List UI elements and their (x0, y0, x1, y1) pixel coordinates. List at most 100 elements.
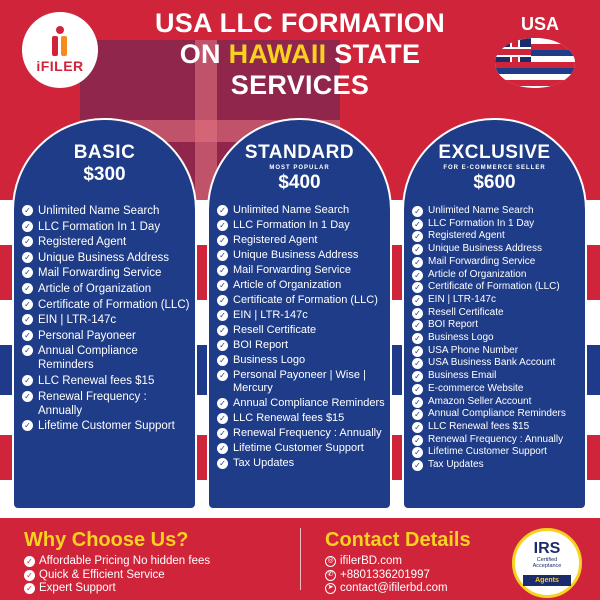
feature-list: ✓Unlimited Name Search✓LLC Formation In … (22, 204, 191, 435)
check-icon: ✓ (217, 340, 228, 351)
check-icon: ✓ (22, 282, 33, 294)
feature-item: ✓E-commerce Website (412, 383, 581, 395)
feature-list: ✓Unlimited Name Search✓LLC Formation In … (217, 204, 386, 472)
feature-text: Mail Forwarding Service (233, 264, 351, 276)
check-icon: ✓ (412, 345, 423, 357)
feature-text: Annual Compliance Reminders (233, 397, 385, 410)
feature-text: Unlimited Name Search (233, 204, 350, 216)
feature-item: ✓Unlimited Name Search (412, 205, 581, 217)
telegram-icon: ➤ (325, 583, 336, 594)
feature-text: USA Phone Number (428, 344, 519, 356)
feature-text: Lifetime Customer Support (38, 420, 175, 433)
feature-item: ✓EIN | LTR-147c (22, 313, 191, 327)
check-icon: ✓ (24, 569, 35, 581)
feature-item: ✓Article of Organization (412, 269, 581, 281)
feature-item: ✓Annual Compliance Reminders (412, 408, 581, 421)
feature-item: ✓LLC Renewal fees $15 (412, 421, 581, 433)
check-icon: ✓ (412, 447, 423, 459)
contact-text: contact@ifilerbd.com (340, 582, 448, 594)
title-on: ON (179, 39, 221, 69)
feature-text: Article of Organization (233, 279, 342, 291)
check-icon: ✓ (217, 428, 228, 440)
check-icon: ✓ (217, 398, 228, 410)
plan-tag: FOR E-COMMERCE SELLER (443, 165, 546, 171)
feature-item: ✓ USA Phone Number (412, 344, 581, 357)
feature-text: Mail Forwarding Service (428, 255, 536, 267)
check-icon: ✓ (217, 220, 228, 231)
feature-item: ✓Article of Organization (217, 279, 386, 292)
feature-text: EIN | LTR-147c (428, 293, 496, 305)
contact-website[interactable]: ◎ ifilerBD.com (325, 555, 471, 569)
check-icon: ✓ (412, 282, 423, 294)
contact-email[interactable]: ➤ contact@ifilerbd.com (325, 582, 471, 596)
check-icon: ✓ (22, 420, 33, 432)
check-icon: ✓ (412, 256, 423, 268)
feature-item: ✓Renewal Frequency : Annually (412, 434, 581, 446)
feature-item: ✓Unique Business Address (217, 249, 386, 262)
feature-item: ✓ Lifetime Customer Support (217, 442, 386, 455)
why-item: ✓Expert Support (24, 582, 210, 596)
footer: Why Choose Us? ✓Affordable Pricing No hi… (0, 518, 600, 600)
feature-item: ✓Business Logo (217, 354, 386, 367)
feature-text: Mail Forwarding Service (38, 267, 162, 280)
whatsapp-icon: ✆ (325, 569, 336, 581)
check-icon: ✓ (22, 267, 33, 279)
feature-text: Renewal Frequency : Annually (38, 390, 147, 417)
feature-text: USA Business Bank Account (428, 357, 556, 369)
contact-phone[interactable]: ✆+8801336201997 (325, 569, 471, 583)
feature-list: ✓Unlimited Name Search✓LLC Formation In … (412, 205, 581, 472)
feature-item: ✓LLC Formation In 1 Day (412, 218, 581, 230)
feature-item: ✓Unique Business Address (22, 251, 191, 265)
plan-header: STANDARD MOST POPULAR $400 (209, 120, 390, 194)
check-icon: ✓ (217, 443, 228, 455)
check-icon: ✓ (217, 310, 228, 321)
feature-item: ✓ EIN | LTR-147c (412, 293, 581, 306)
feature-text: LLC Formation In 1 Day (38, 220, 161, 233)
check-icon: ✓ (412, 307, 423, 319)
title-line-1: USA LLC FORMATION (154, 8, 446, 38)
plan-price: $300 (83, 164, 126, 185)
feature-text: BOI Report (428, 319, 479, 331)
irs-badge: IRS Certified Acceptance Agents (512, 528, 582, 598)
check-icon: ✓ (217, 205, 228, 216)
feature-text: Personal Payoneer (38, 329, 136, 342)
feature-text: Article of Organization (38, 282, 152, 295)
footer-divider (300, 528, 301, 590)
feature-text: Resell Certificate (233, 324, 317, 336)
check-icon: ✓ (412, 294, 423, 306)
feature-item: ✓Resell Certificate (412, 307, 581, 319)
irs-badge-ribbon: Agents (523, 575, 571, 586)
feature-text: Tax Updates (233, 457, 295, 470)
feature-text: Registered Agent (233, 234, 318, 246)
feature-text: Lifetime Customer Support (233, 442, 364, 455)
check-icon: ✓ (22, 251, 33, 263)
contact-text: ifilerBD.com (340, 555, 402, 567)
feature-text: LLC Renewal fees $15 (38, 374, 155, 387)
plan-card-standard: STANDARD MOST POPULAR $400 ✓ Unlimited Na… (207, 118, 392, 510)
feature-item: ✓Certificate of Formation (LLC) (22, 298, 191, 312)
check-icon: ✓ (217, 458, 228, 470)
feature-item: ✓ Annual Compliance Reminders (217, 397, 386, 410)
feature-text: LLC Renewal fees $15 (233, 412, 345, 425)
contact-section: Contact Details ◎ ifilerBD.com ✆+88013362… (325, 528, 471, 596)
feature-text: Annual Compliance Reminders (428, 408, 566, 420)
irs-badge-sub: Acceptance (532, 563, 562, 569)
feature-item: ✓Renewal Frequency : Annually (22, 390, 191, 418)
contact-title: Contact Details (325, 529, 471, 551)
check-icon: ✓ (412, 320, 423, 332)
check-icon: ✓ (217, 265, 228, 276)
globe-icon: ◎ (325, 556, 336, 567)
feature-item: ✓Business Logo (412, 332, 581, 345)
title-line-2: ON HAWAII STATE (120, 39, 480, 70)
feature-item: ✓Registered Agent (412, 230, 581, 243)
title-highlight: HAWAII (228, 39, 327, 69)
check-icon: ✓ (412, 396, 423, 408)
feature-item: ✓ Lifetime Customer Support (22, 419, 191, 433)
hawaii-flag-icon (495, 38, 575, 88)
check-icon: ✓ (217, 235, 228, 246)
check-icon: ✓ (217, 250, 228, 261)
check-icon: ✓ (217, 355, 228, 366)
title-state: STATE (334, 39, 421, 69)
check-icon: ✓ (412, 269, 423, 281)
